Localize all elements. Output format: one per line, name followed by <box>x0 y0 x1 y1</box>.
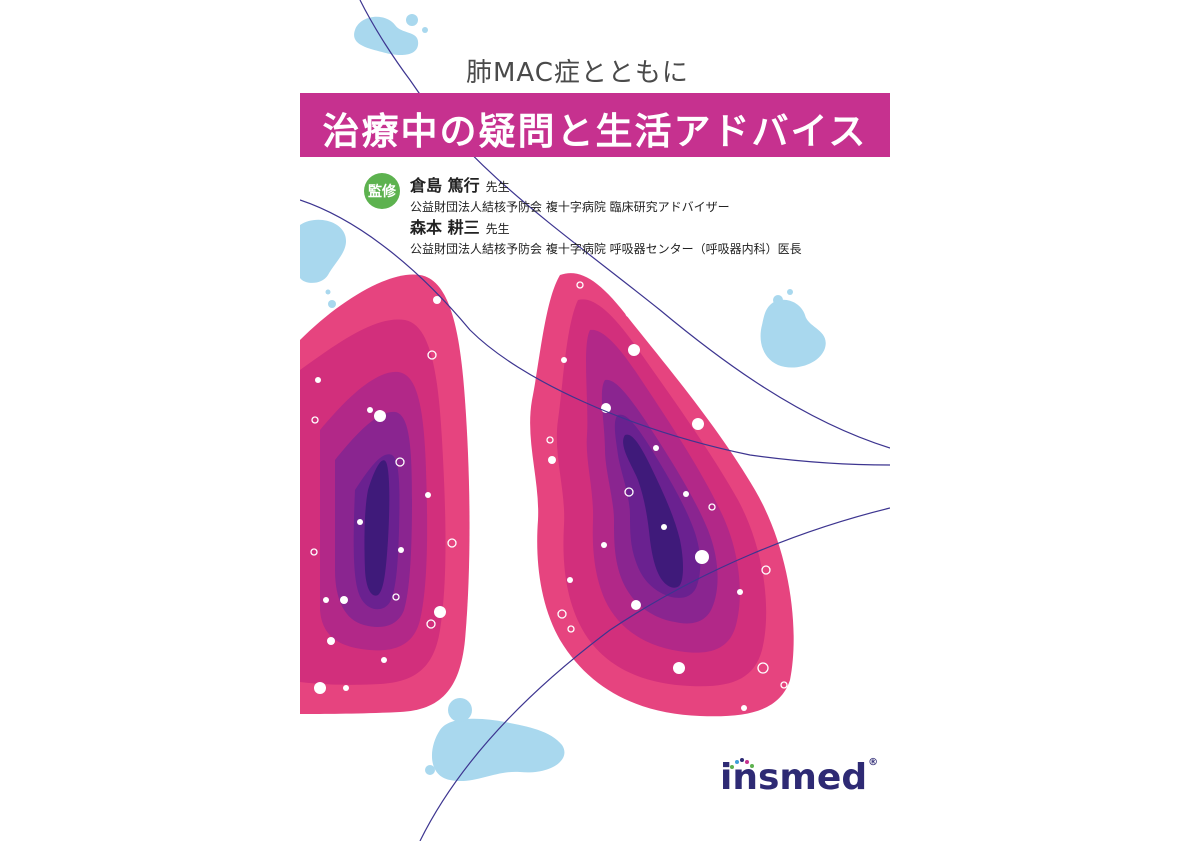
supervisor-affiliation: 公益財団法人結核予防会 複十字病院 呼吸器センター（呼吸器内科）医長 <box>410 242 802 256</box>
blob-dot <box>448 698 472 722</box>
particle-rings <box>310 281 788 689</box>
supervisor-affiliation: 公益財団法人結核予防会 複十字病院 臨床研究アドバイザー <box>410 200 730 214</box>
blob-right <box>760 299 826 368</box>
right-lung <box>530 273 794 717</box>
logo-registered-mark: ® <box>868 757 879 768</box>
supervisor-name: 森本 耕三 <box>410 218 480 237</box>
blob-top <box>354 16 419 56</box>
cover-page: 肺MAC症とともに 治療中の疑問と生活アドバイス 監修 倉島 篤行先生 公益財団… <box>300 0 890 841</box>
left-lung <box>300 274 470 714</box>
cover-subtitle: 肺MAC症とともに <box>466 58 689 88</box>
blob-bottom <box>431 718 565 782</box>
blob-dot <box>773 295 783 305</box>
supervisor-honorific: 先生 <box>485 222 510 236</box>
blob-dot <box>325 289 331 295</box>
insmed-logo: insmed® <box>720 757 878 798</box>
blob-left <box>300 219 347 283</box>
blob-dot <box>425 765 435 775</box>
supervisor-name: 倉島 篤行 <box>410 176 480 195</box>
decorative-lines <box>300 0 890 841</box>
logo-text: insmed <box>720 757 868 798</box>
particles <box>314 296 747 711</box>
supervisor-honorific: 先生 <box>485 180 510 194</box>
cover-title: 治療中の疑問と生活アドバイス <box>322 110 868 153</box>
lung-illustration <box>300 0 890 841</box>
title-band: 治療中の疑問と生活アドバイス <box>300 93 890 157</box>
blob-decorations <box>300 14 826 782</box>
supervisor-1: 倉島 篤行先生 公益財団法人結核予防会 複十字病院 臨床研究アドバイザー <box>410 172 730 215</box>
blob-dot <box>406 14 418 26</box>
supervisor-2: 森本 耕三先生 公益財団法人結核予防会 複十字病院 呼吸器センター（呼吸器内科）… <box>410 214 802 257</box>
blob-dot <box>787 289 793 295</box>
logo-dots-icon <box>730 758 754 769</box>
supervision-badge: 監修 <box>364 173 400 209</box>
blob-dot <box>328 300 336 308</box>
blob-dot <box>422 27 428 33</box>
